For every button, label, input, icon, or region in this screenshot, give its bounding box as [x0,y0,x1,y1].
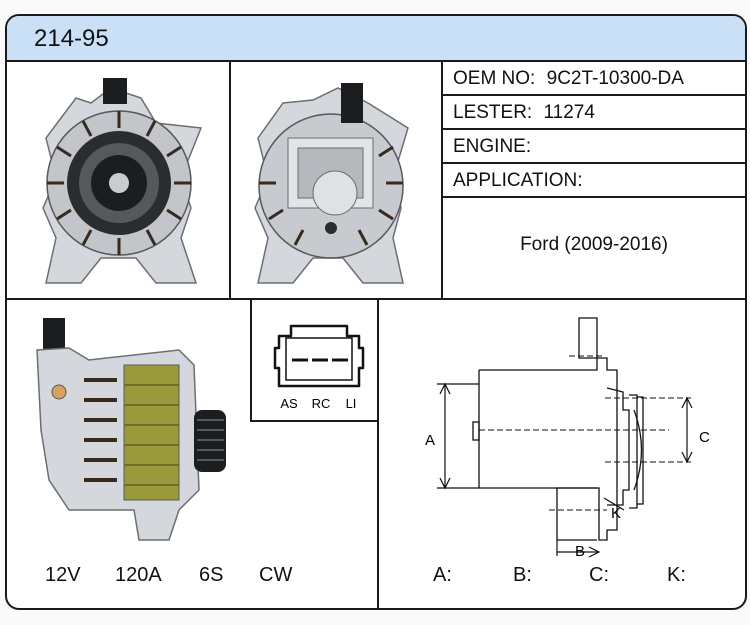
dimension-c-marker: C [699,429,710,446]
divider [443,94,745,96]
part-number-title: 214-95 [34,25,109,52]
dimension-k-label: K: [667,564,686,586]
engine-label: ENGINE: [453,136,532,157]
connector-pin-label: LI [346,396,357,411]
dimension-c-label: C: [589,564,609,586]
application-row: APPLICATION: [453,170,583,192]
engine-row: ENGINE: [453,136,537,158]
connector-pin-label: AS [280,396,298,411]
amperage-spec: 120A [115,564,162,586]
product-spec-sheet: 214-95 OEM NO: 9C2T-10300-DA LESTER: 112… [5,14,747,610]
divider [443,196,745,198]
divider [377,300,379,608]
oem-number-label: OEM NO: [453,68,536,89]
application-label: APPLICATION: [453,170,583,191]
dimension-k-marker: K [611,505,621,522]
divider [441,60,443,298]
lester-row: LESTER: 11274 [453,102,595,124]
dimension-drawing: A C B K [425,317,710,560]
pulley-spec: 6S [199,564,224,586]
divider [250,300,252,422]
voltage-spec: 12V [45,564,81,586]
application-value: Ford (2009-2016) [520,234,668,255]
dimension-k-row: K: [667,564,686,587]
lester-value: 11274 [543,102,595,123]
dimension-a-marker: A [425,432,435,449]
rotation-spec: CW [259,564,293,586]
divider [250,420,379,422]
dimension-a-label: A: [433,564,452,586]
connector-diagram: AS RC LI [273,324,365,411]
dimension-c-row: C: [589,564,609,587]
dimension-b-row: B: [513,564,532,587]
title-bar: 214-95 [7,16,745,62]
divider [443,128,745,130]
divider [7,298,745,300]
lester-label: LESTER: [453,102,533,123]
dimension-a-row: A: [433,564,452,587]
dimension-b-marker: B [575,543,585,560]
oem-number-value: 9C2T-10300-DA [546,68,684,89]
divider [229,60,231,298]
oem-number-row: OEM NO: 9C2T-10300-DA [453,68,684,90]
divider [443,162,745,164]
alternator-front-view-image [42,78,203,284]
connector-pin-label: RC [312,396,331,411]
alternator-side-view-image [36,318,226,541]
dimension-b-label: B: [513,564,532,586]
alternator-rear-view-image [254,83,409,284]
